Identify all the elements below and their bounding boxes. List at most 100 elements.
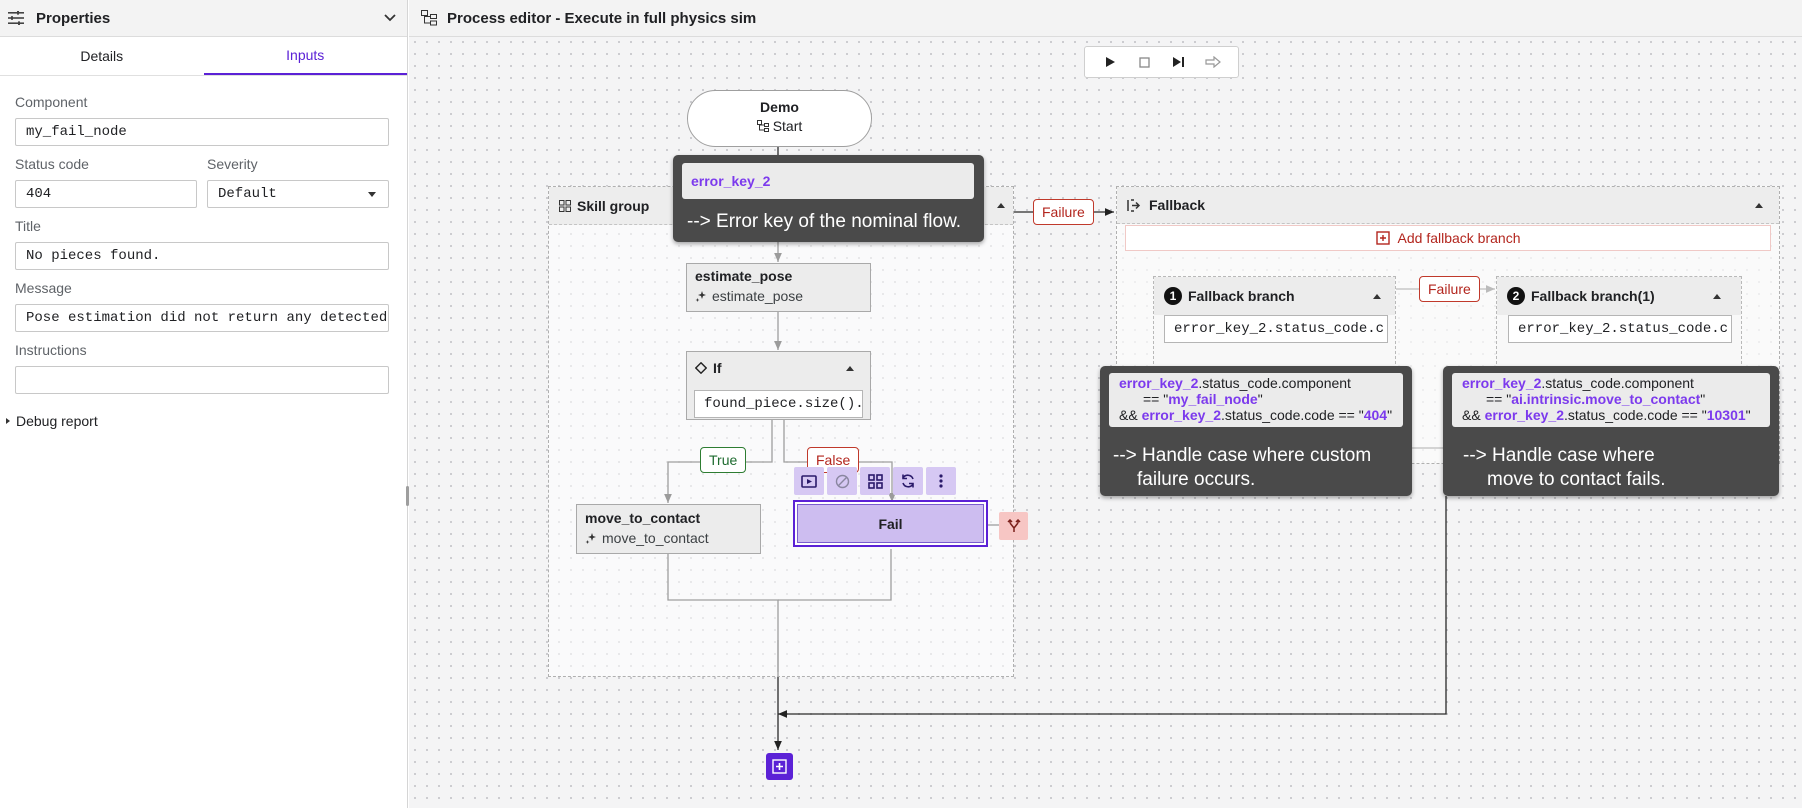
more-vert-icon[interactable] xyxy=(926,467,956,495)
component-ref: ai.intrinsic.move_to_contact xyxy=(1511,391,1701,407)
collapse-caret-icon[interactable] xyxy=(997,203,1005,208)
node-action-bar xyxy=(794,467,956,495)
error-key-ref: error_key_2 xyxy=(1119,375,1199,391)
panel-resize-handle[interactable] xyxy=(406,486,409,506)
error-key-note: --> Error key of the nominal flow. xyxy=(687,211,962,232)
retry-icon[interactable] xyxy=(893,467,923,495)
preview-icon[interactable] xyxy=(794,467,824,495)
forward-arrow-icon[interactable] xyxy=(1201,50,1225,74)
properties-title: Properties xyxy=(36,9,111,27)
condition-part: " xyxy=(1745,407,1751,423)
group-nodes-icon[interactable] xyxy=(860,467,890,495)
dropdown-caret-icon xyxy=(368,192,376,197)
condition-part: && xyxy=(1119,407,1142,423)
condition-part: && xyxy=(1462,407,1485,423)
fallback-branch-1-condition[interactable]: error_key_2.status_code.c... xyxy=(1164,315,1388,343)
debug-report-label: Debug report xyxy=(16,413,98,429)
add-box-icon xyxy=(1375,231,1390,245)
severity-select[interactable]: Default xyxy=(207,180,389,208)
disable-icon[interactable] xyxy=(827,467,857,495)
collapse-caret-icon[interactable] xyxy=(1755,202,1763,208)
severity-value: Default xyxy=(218,186,277,202)
fallback-branch-2-condition[interactable]: error_key_2.status_code.c... xyxy=(1508,315,1732,343)
instructions-label: Instructions xyxy=(15,342,87,358)
branch2-condition-text: error_key_2.status_code.component == "ai… xyxy=(1452,373,1770,427)
process-tree-icon xyxy=(421,10,437,26)
instructions-field[interactable] xyxy=(15,366,389,394)
collapse-caret-icon[interactable] xyxy=(1713,293,1721,299)
condition-part: .status_code.component xyxy=(1198,375,1351,391)
chevron-down-icon[interactable] xyxy=(381,9,399,27)
title-field[interactable]: No pieces found. xyxy=(15,242,389,270)
play-icon[interactable] xyxy=(1098,50,1122,74)
properties-header: Properties xyxy=(0,0,407,37)
condition-part: " xyxy=(1257,391,1263,407)
branch1-note-line2: failure occurs. xyxy=(1137,469,1256,490)
branch1-condition-text: error_key_2.status_code.component == "my… xyxy=(1109,373,1403,427)
skill-group-title: Skill group xyxy=(577,197,650,214)
if-node[interactable]: If found_piece.size()... xyxy=(686,351,871,420)
code-ref: 10301 xyxy=(1706,407,1746,423)
add-node-button[interactable] xyxy=(766,753,793,780)
branch-number-badge: 2 xyxy=(1507,287,1525,305)
fail-node[interactable]: Fail xyxy=(793,500,988,547)
move-to-contact-node[interactable]: move_to_contact move_to_contact xyxy=(576,504,761,554)
message-label: Message xyxy=(15,280,72,296)
status-code-field[interactable]: 404 xyxy=(15,180,197,208)
estimate-pose-node[interactable]: estimate_pose estimate_pose xyxy=(686,263,871,312)
message-field[interactable]: Pose estimation did not return any detec… xyxy=(15,304,389,332)
if-node-title: If xyxy=(713,360,722,376)
error-key-tooltip: error_key_2 --> Error key of the nominal… xyxy=(673,155,984,242)
severity-label: Severity xyxy=(207,156,258,172)
grid-icon xyxy=(559,199,571,212)
fork-icon[interactable] xyxy=(999,512,1028,540)
collapse-caret-icon[interactable] xyxy=(846,365,854,371)
fail-node-title: Fail xyxy=(797,504,984,543)
move-to-contact-subtitle: move_to_contact xyxy=(602,530,709,546)
fallback-header: Fallback xyxy=(1117,187,1779,224)
canvas-title: Process editor - Execute in full physics… xyxy=(447,9,757,27)
sparkle-skill-icon xyxy=(695,291,706,302)
estimate-pose-title: estimate_pose xyxy=(695,268,793,284)
collapse-caret-icon[interactable] xyxy=(1373,293,1381,299)
add-fallback-branch-label: Add fallback branch xyxy=(1397,230,1521,246)
step-icon[interactable] xyxy=(1167,50,1191,74)
branch-number-badge: 1 xyxy=(1164,287,1182,305)
true-edge-label: True xyxy=(700,447,747,473)
fallback-title: Fallback xyxy=(1149,197,1206,213)
condition-part: " xyxy=(1387,407,1393,423)
code-ref: 404 xyxy=(1363,407,1388,423)
add-fallback-branch-button[interactable]: Add fallback branch xyxy=(1125,225,1771,251)
estimate-pose-subtitle: estimate_pose xyxy=(712,288,804,304)
if-condition-field[interactable]: found_piece.size()... xyxy=(694,390,863,418)
tab-details[interactable]: Details xyxy=(80,48,124,64)
condition-part: .status_code.code == " xyxy=(1220,407,1364,423)
skill-group[interactable]: Skill group xyxy=(548,186,1014,677)
expand-triangle-icon xyxy=(6,418,10,424)
start-node[interactable]: Demo Start xyxy=(687,90,872,147)
condition-part: .status_code.code == " xyxy=(1563,407,1707,423)
component-label: Component xyxy=(15,94,88,110)
status-code-label: Status code xyxy=(15,156,89,172)
properties-panel: Properties Details Inputs Component my_f… xyxy=(0,0,408,808)
debug-report-toggle[interactable]: Debug report xyxy=(6,413,98,429)
condition-part: .status_code.component xyxy=(1541,375,1694,391)
stop-icon[interactable] xyxy=(1132,50,1156,74)
properties-tabs: Details Inputs xyxy=(0,37,407,76)
condition-part: == " xyxy=(1486,391,1512,407)
run-toolbar xyxy=(1084,46,1239,78)
process-tree-icon xyxy=(756,120,769,132)
error-key-ref: error_key_2 xyxy=(1141,407,1221,423)
fallback-branch-2-title: Fallback branch(1) xyxy=(1531,288,1655,304)
branch2-note-line1: --> Handle case where xyxy=(1463,445,1655,466)
branch2-tooltip: error_key_2.status_code.component == "ai… xyxy=(1443,366,1779,496)
tab-inputs[interactable]: Inputs xyxy=(203,37,407,75)
move-to-contact-title: move_to_contact xyxy=(585,510,701,526)
component-field[interactable]: my_fail_node xyxy=(15,118,389,146)
diamond-icon xyxy=(695,362,707,374)
fallback-branch-1-title: Fallback branch xyxy=(1188,288,1295,304)
error-key-ref: error_key_2 xyxy=(1462,375,1542,391)
start-node-title: Demo xyxy=(760,99,799,115)
fallback-exit-icon xyxy=(1127,198,1141,212)
canvas-header: Process editor - Execute in full physics… xyxy=(409,0,1802,37)
